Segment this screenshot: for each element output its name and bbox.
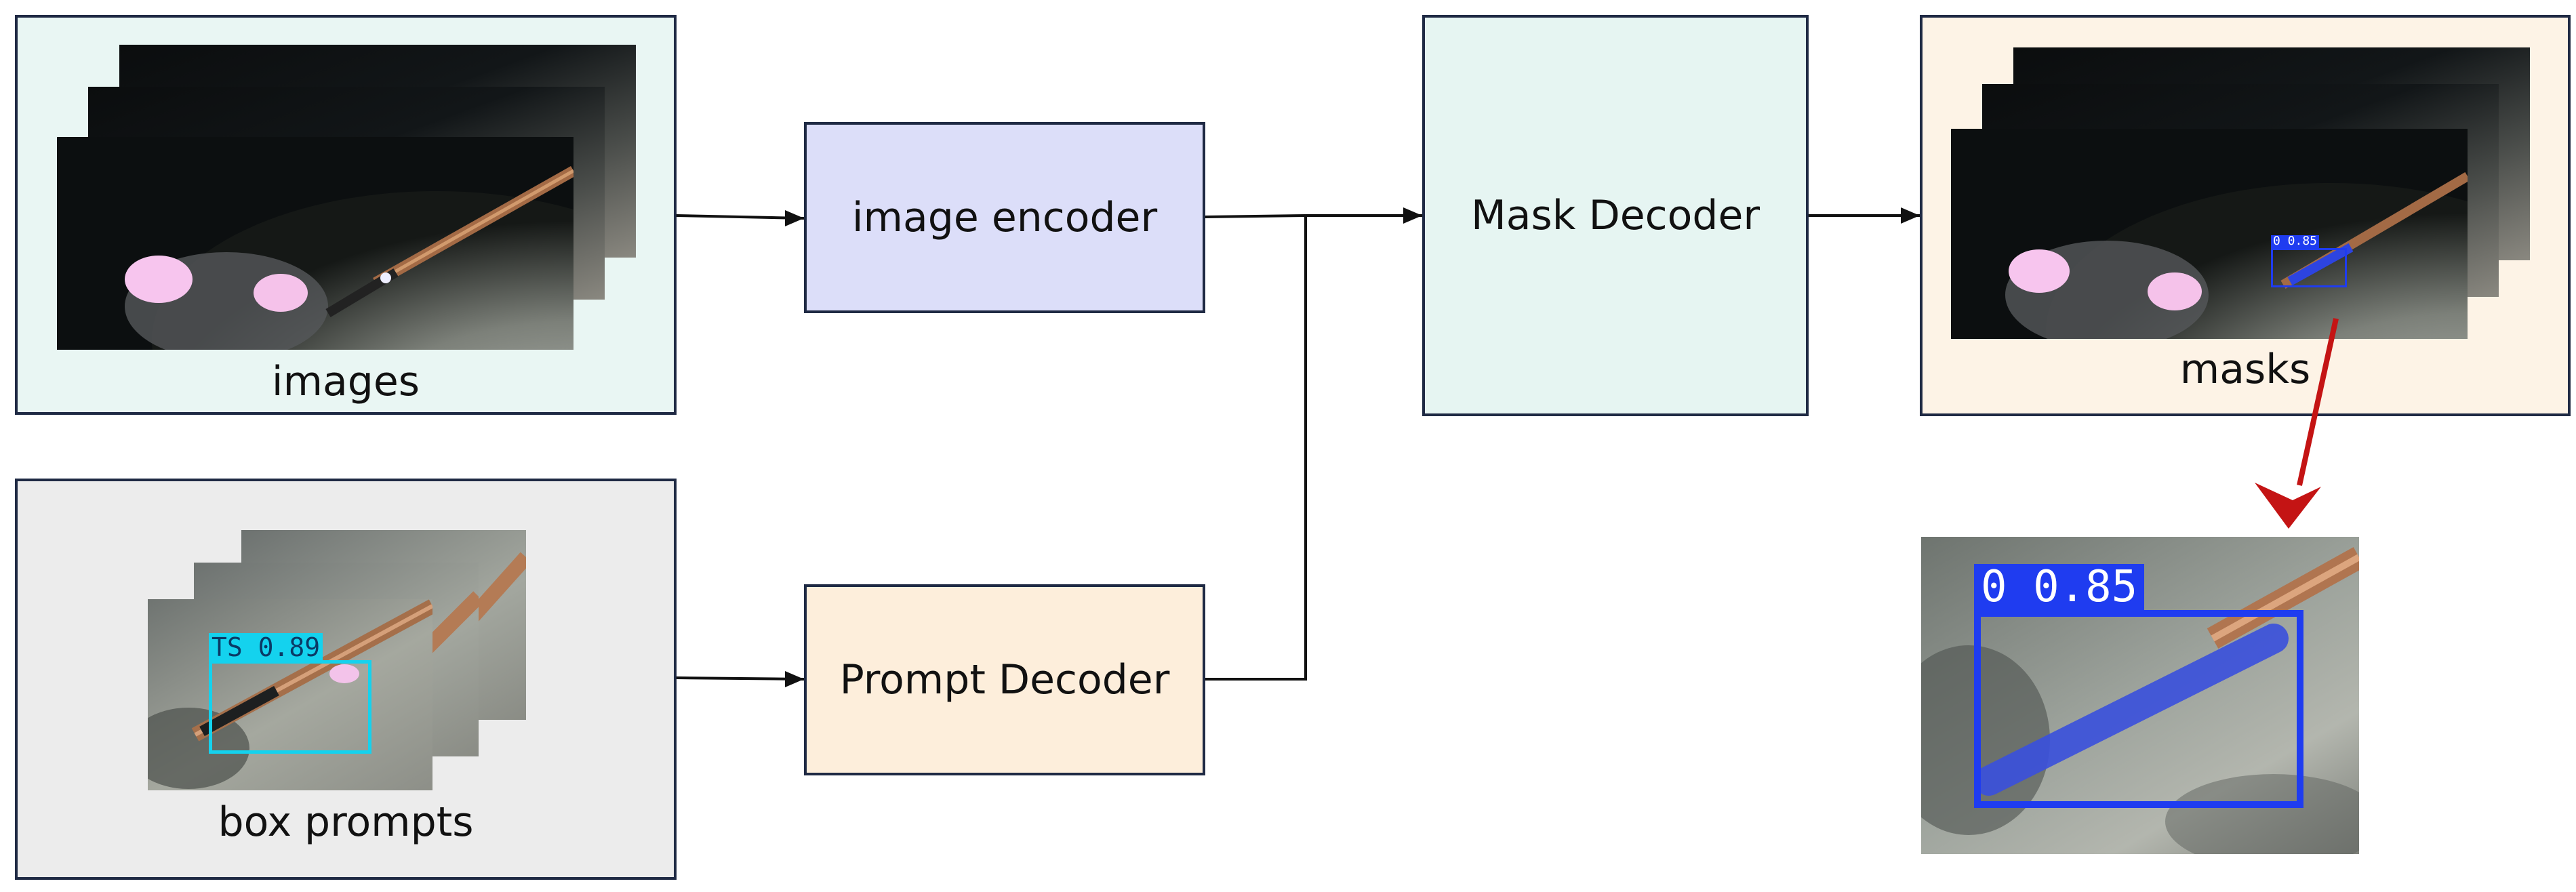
arrow-prompts-to-decoder [676,676,805,681]
image-frame-front [57,137,573,350]
zoom-detection-label: 0 0.85 [1974,564,2145,611]
zoomed-tool-mask [1921,547,2359,854]
box-prompts-label: box prompts [218,798,474,846]
prompt-decoder-block: Prompt Decoder [804,584,1205,775]
mask-frame-front: 0 0.85 [1951,129,2468,339]
masks-label: masks [2179,346,2311,393]
zoom-blue-box [1974,610,2303,808]
prompt-frame-front: TS 0.89 [148,599,432,790]
cyan-detection-label: TS 0.89 [209,633,323,663]
prompt-image-thumbnail [148,599,432,789]
images-label: images [271,358,420,405]
image-encoder-block: image encoder [804,122,1205,313]
red-zoom-arrow [2297,318,2339,486]
mask-image-thumbnail [1951,129,2468,339]
line-prompt-decoder-out [1205,216,1307,681]
mask-decoder-block: Mask Decoder [1422,15,1809,416]
surgical-image-thumbnail [57,137,573,350]
mask-detection-label: 0 0.85 [2271,235,2320,249]
arrow-images-to-encoder [676,214,805,220]
mask-blue-box [2271,248,2347,287]
line-encoder-out [1205,214,1306,218]
zoomed-mask-inset: 0 0.85 [1921,537,2359,854]
